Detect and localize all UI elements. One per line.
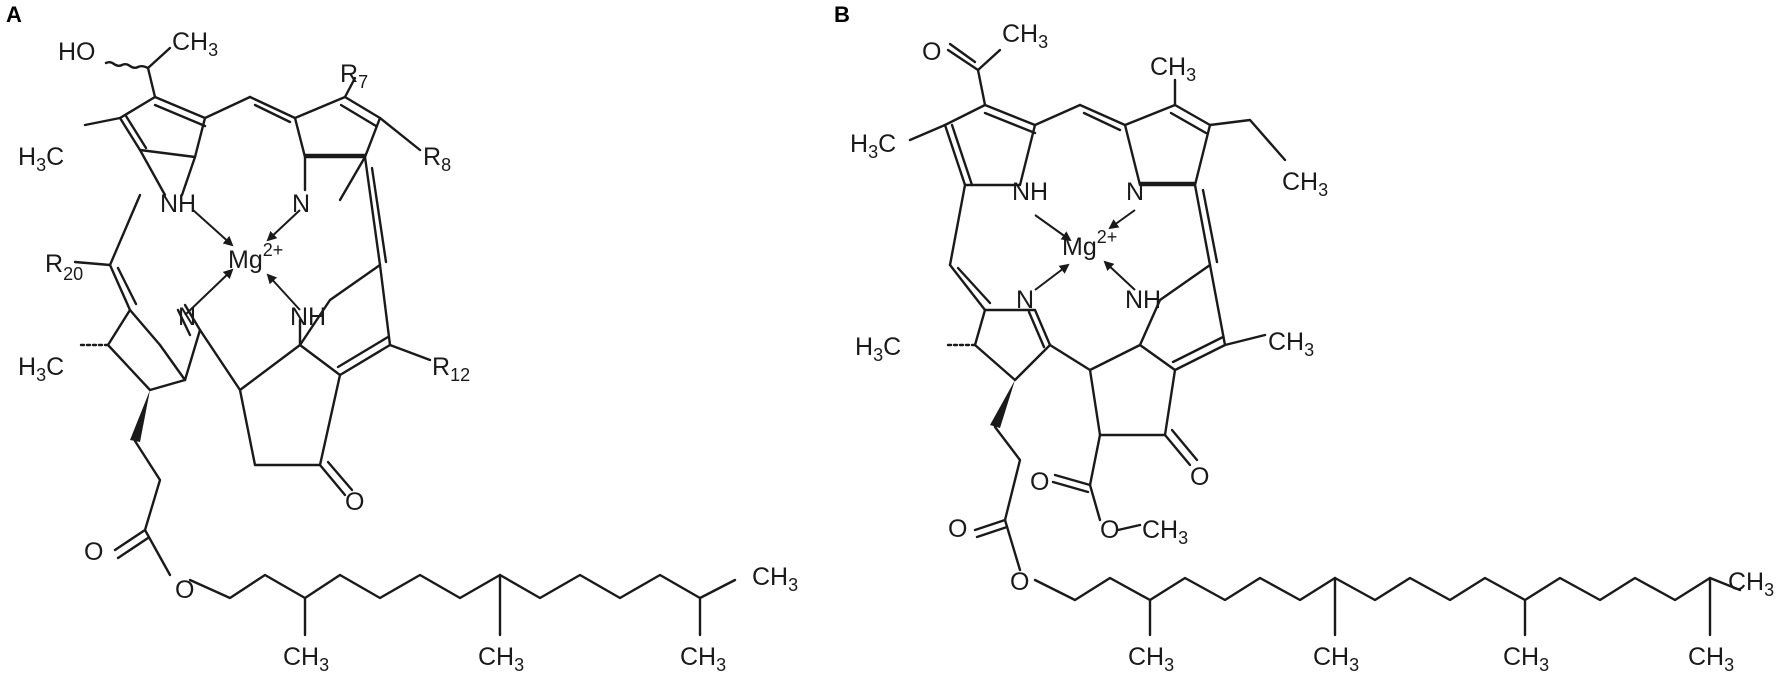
label-r7: R7 — [340, 60, 368, 92]
label-ch3-terminal: CH3 — [752, 563, 798, 595]
label-o-ester: O — [175, 576, 194, 604]
label-ch3-acetyl: CH3 — [1002, 20, 1048, 52]
label-ch3-methoxy-b: CH3 — [1142, 516, 1188, 548]
label-n-ring-ii-b: N — [1126, 178, 1144, 206]
label-ch3-branch-b-2: CH3 — [1313, 643, 1359, 675]
structure-a: HO CH3 H3C R7 R8 NH N Mg2+ R20 N NH H3C … — [18, 28, 798, 675]
panel-label-a: A — [6, 2, 22, 27]
label-o-ketone: O — [345, 488, 364, 516]
label-r12: R12 — [432, 353, 470, 385]
label-ch3-branch-b-3: CH3 — [1503, 643, 1549, 675]
label-o-carbonyl-b: O — [948, 515, 967, 543]
panel-label-b: B — [834, 2, 850, 27]
label-o-acetyl: O — [922, 38, 941, 66]
label-o-ester-carbonyl-b: O — [1030, 468, 1049, 496]
label-nh-ring-iii: NH — [290, 303, 326, 331]
label-h3c-ring-iv-b: H3C — [855, 333, 901, 365]
label-o-methoxy-b: O — [1100, 516, 1119, 544]
label-h3c-ring-i: H3C — [18, 143, 64, 175]
label-h3c-ring-iv: H3C — [18, 353, 64, 385]
label-ch3-branch-b-4: CH3 — [1688, 643, 1734, 675]
label-ho: HO — [58, 38, 96, 66]
label-ch3-branch-3: CH3 — [680, 643, 726, 675]
label-ch3-ring-ii: CH3 — [1150, 53, 1196, 85]
label-ch3-branch-2: CH3 — [478, 643, 524, 675]
label-o-ester-b: O — [1010, 568, 1029, 596]
label-n-ring-ii: N — [292, 190, 310, 218]
label-ch3-top: CH3 — [172, 28, 218, 60]
label-o-ketone-b: O — [1190, 463, 1209, 491]
label-nh-ring-i: NH — [160, 190, 196, 218]
label-n-ring-iv: N — [178, 303, 196, 331]
label-n-ring-iv-b: N — [1016, 286, 1034, 314]
label-ch3-terminal-b-1: CH3 — [1728, 568, 1774, 600]
structure-b: O CH3 CH3 H3C CH3 NH N Mg2+ N NH CH3 H3C… — [850, 20, 1774, 675]
label-r20: R20 — [45, 250, 83, 284]
label-o-carbonyl: O — [84, 538, 103, 566]
label-ch3-ethyl: CH3 — [1282, 168, 1328, 200]
label-ch3-branch-1: CH3 — [283, 643, 329, 675]
label-ch3-ring-iii-b: CH3 — [1268, 328, 1314, 360]
label-r8: R8 — [423, 143, 451, 175]
label-nh-ring-iii-b: NH — [1125, 286, 1161, 314]
label-h3c-ring-i-b: H3C — [850, 130, 896, 162]
label-nh-ring-i-b: NH — [1012, 178, 1048, 206]
label-ch3-branch-b-1: CH3 — [1128, 643, 1174, 675]
label-mg: Mg2+ — [228, 240, 283, 274]
label-mg-b: Mg2+ — [1062, 227, 1117, 261]
